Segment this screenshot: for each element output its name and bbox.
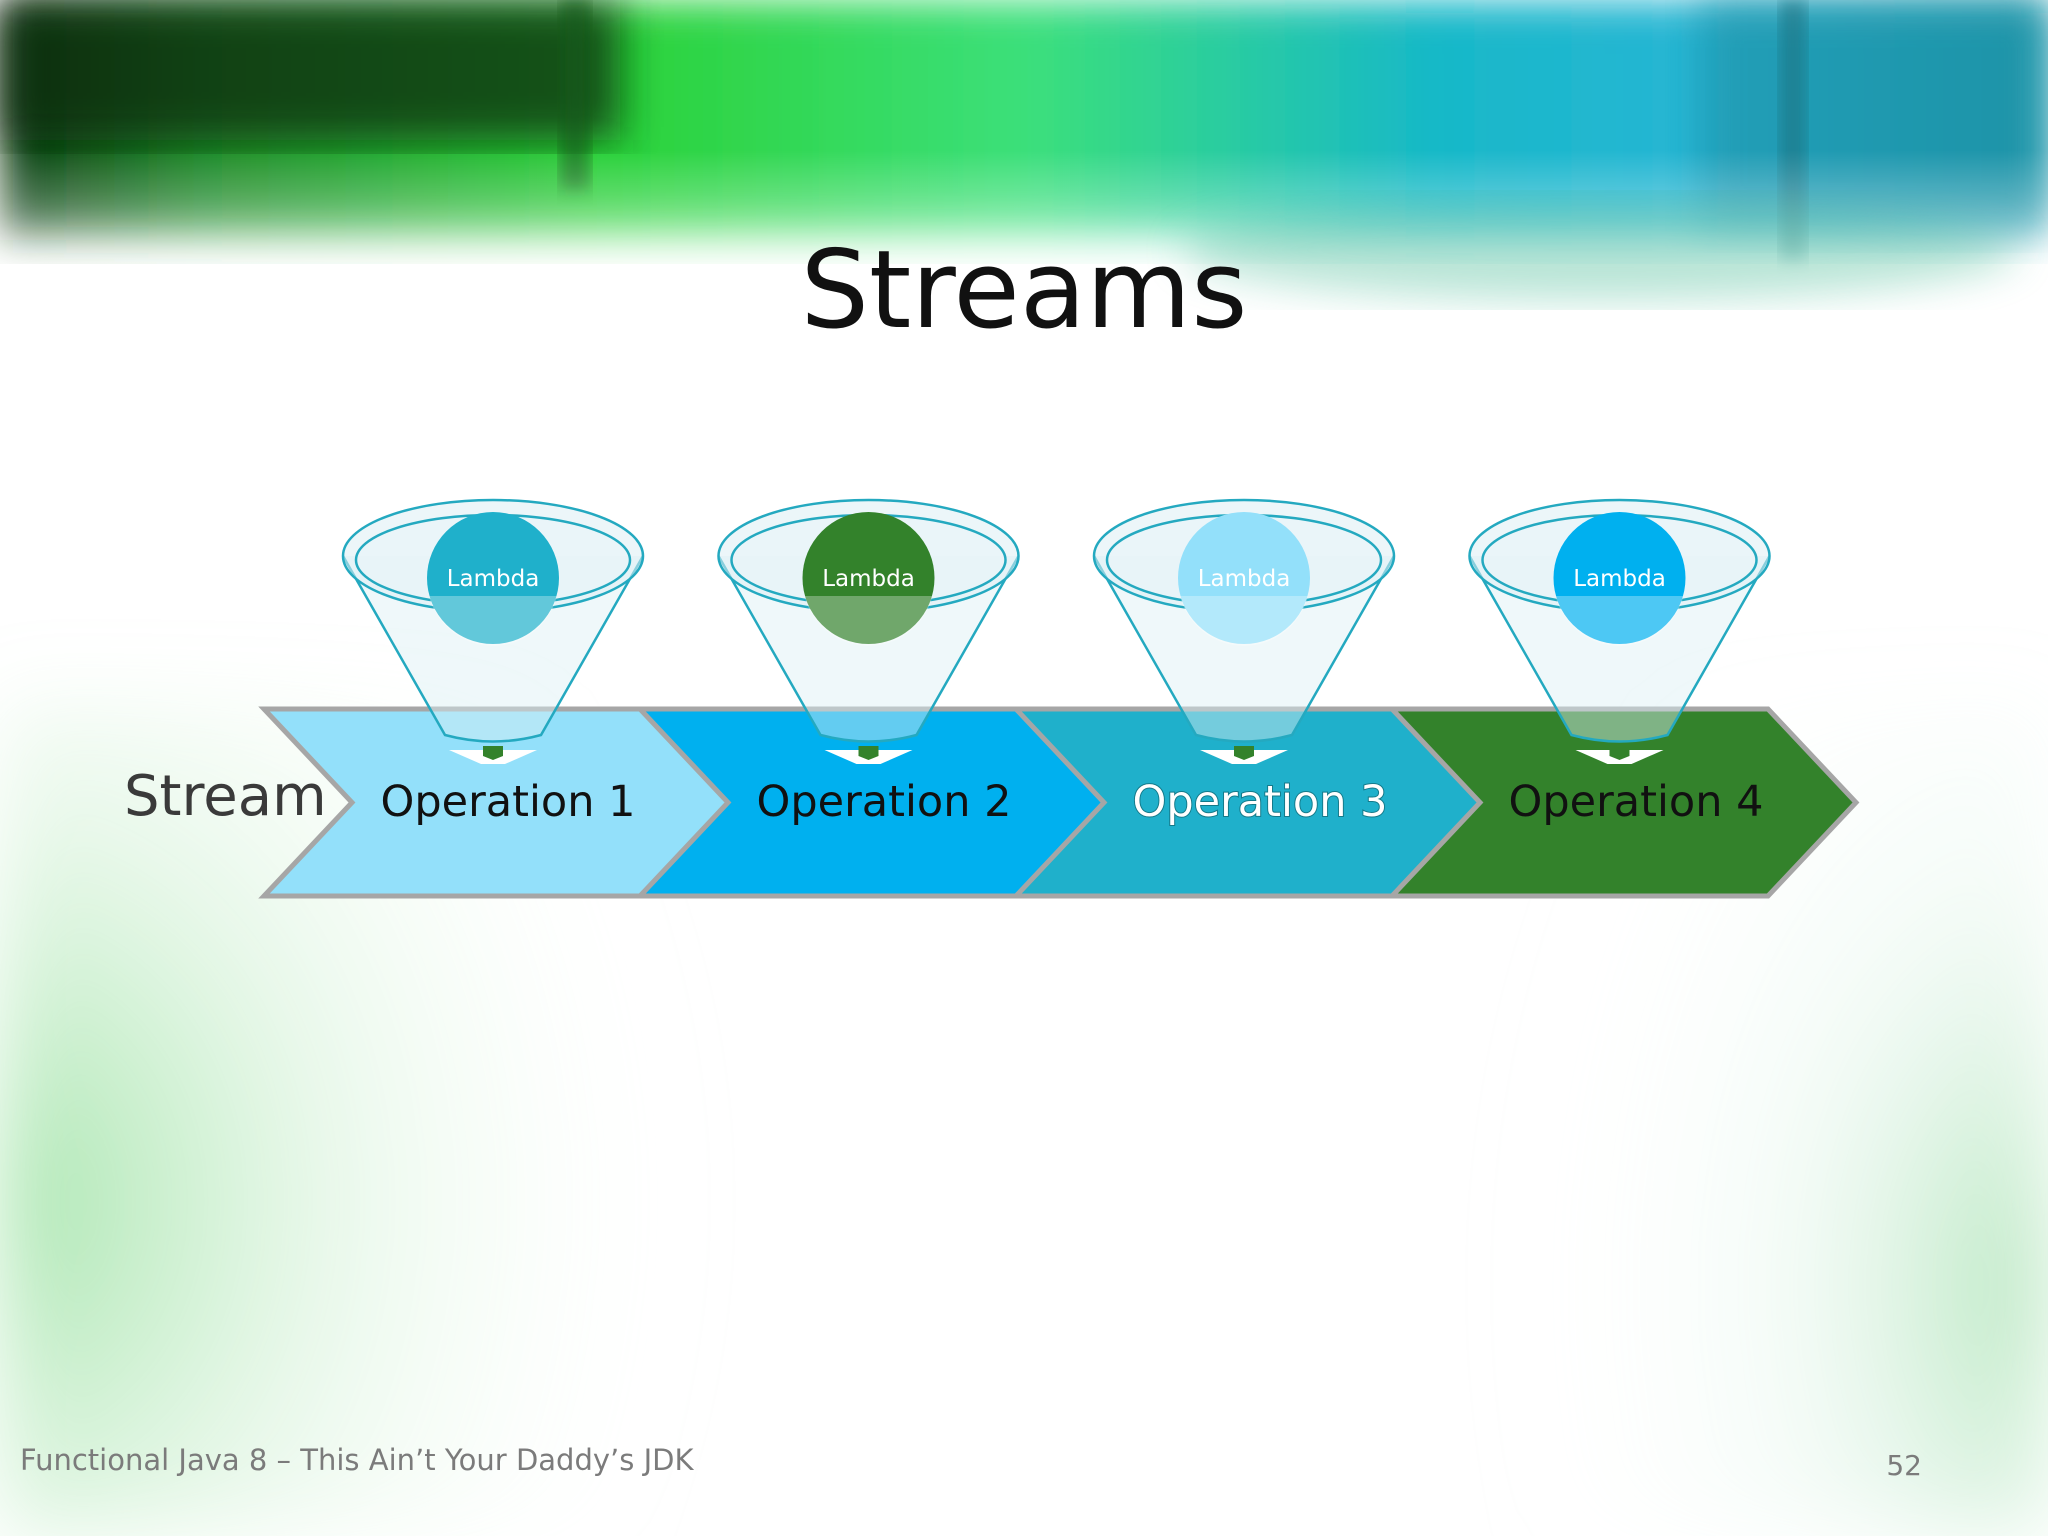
lambda-4-funnel: Lambda: [1468, 498, 1771, 764]
page-number: 52: [1886, 1449, 1922, 1482]
lambda-2-funnel: Lambda: [717, 498, 1020, 764]
operation-2-label: Operation 2: [756, 777, 1011, 827]
lambda-label: Lambda: [1573, 566, 1666, 592]
lambda-circle: [427, 512, 559, 644]
operation-3-label: Operation 3: [1132, 777, 1387, 827]
operation-4-label: Operation 4: [1508, 777, 1763, 827]
footer-text: Functional Java 8 – This Ain’t Your Dadd…: [20, 1443, 694, 1477]
lambda-circle-shade: [1555, 596, 1684, 646]
drop-marker-icon: [483, 746, 503, 760]
lambda-label: Lambda: [822, 566, 915, 592]
lambda-3-funnel: Lambda: [1092, 498, 1396, 764]
drop-marker-icon: [858, 746, 879, 760]
lambda-circle-shade: [429, 596, 557, 646]
operation-1-chevron: [258, 706, 732, 899]
lambda-circle: [802, 512, 935, 644]
lambda-label: Lambda: [1198, 566, 1291, 592]
slide-title: Streams: [800, 228, 1248, 353]
lambda-label: Lambda: [447, 566, 540, 592]
lambda-circle: [1178, 512, 1310, 644]
operation-1-label: Operation 1: [380, 777, 635, 827]
drop-marker-icon: [1234, 746, 1254, 760]
lambda-1-funnel: Lambda: [341, 498, 645, 764]
lambda-circle-shade: [1180, 596, 1308, 646]
drop-marker-icon: [1609, 746, 1630, 760]
stream-label: Stream: [124, 764, 327, 829]
lambda-circle: [1553, 512, 1686, 644]
lambda-circle-shade: [804, 596, 933, 646]
